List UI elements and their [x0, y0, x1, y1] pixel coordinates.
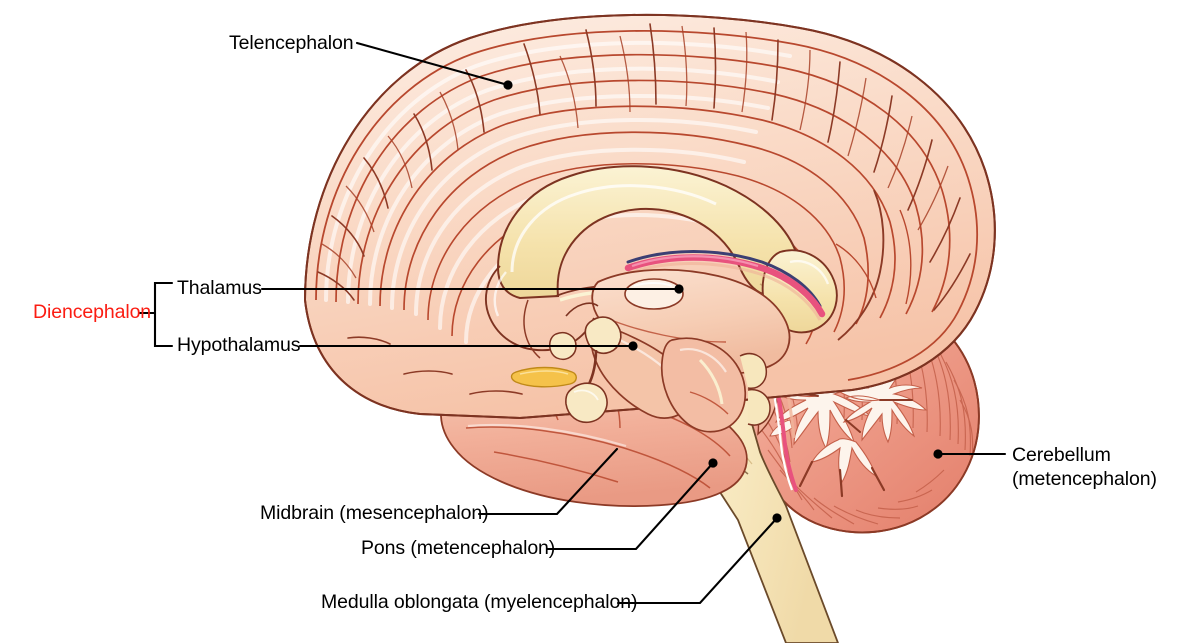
mammillary-body: [584, 316, 622, 355]
interthalamic-adhesion: [624, 278, 684, 310]
label-medulla-oblongata: Medulla oblongata (myelencephalon): [321, 591, 638, 613]
colliculi: [739, 352, 768, 389]
midbrain: [660, 337, 747, 433]
bracket: [153, 281, 174, 348]
label-thalamus: Thalamus: [177, 277, 262, 299]
leader-medulla: [616, 516, 779, 605]
choroid-plexus-band: [624, 250, 826, 321]
vein-line: [626, 250, 822, 308]
label-midbrain: Midbrain (mesencephalon): [260, 502, 489, 524]
label-pons: Pons (metencephalon): [361, 537, 556, 559]
leader-midbrain: [477, 447, 619, 516]
midbrain-group: [660, 337, 771, 433]
parieto-occipital-sulcus: [837, 189, 885, 341]
dot-thalamus: [674, 284, 684, 294]
cerebral-aqueduct: [698, 358, 724, 405]
dot-pons: [708, 458, 718, 468]
label-cerebellum-line1: Cerebellum: [1012, 444, 1111, 466]
dot-cerebellum: [933, 449, 943, 459]
label-cerebellum-line2: (metencephalon): [1012, 468, 1157, 490]
label-cerebellum: Cerebellum (metencephalon): [1012, 443, 1192, 491]
leader-telencephalon: [355, 41, 510, 87]
leader-lines: [138, 41, 1007, 605]
leader-dots: [503, 80, 943, 523]
hypothalamus-group: [510, 302, 691, 424]
label-telencephalon: Telencephalon: [229, 32, 354, 54]
corpus-callosum-highlight: [510, 184, 717, 273]
label-diencephalon: Diencephalon: [33, 301, 152, 323]
dot-hypothalamus: [628, 341, 638, 351]
dot-telencephalon: [503, 80, 513, 90]
leader-pons: [545, 461, 715, 551]
label-hypothalamus: Hypothalamus: [177, 334, 301, 356]
pituitary-gland: [565, 382, 608, 424]
dot-medulla: [772, 513, 782, 523]
